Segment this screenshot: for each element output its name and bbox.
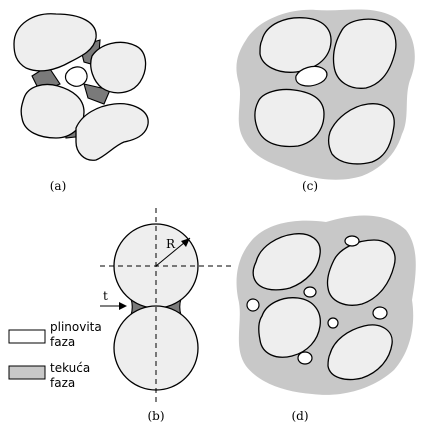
gas-pore <box>65 67 87 86</box>
caption-a: (a) <box>50 179 67 193</box>
radius-label: R <box>166 237 176 251</box>
gas-pore <box>345 236 359 246</box>
panel-d <box>237 215 416 394</box>
grain <box>76 104 148 161</box>
legend-liquid-line1: tekuća <box>50 361 90 375</box>
legend-gas-line1: plinovita <box>50 320 102 334</box>
liquid-matrix <box>237 215 416 394</box>
legend-swatch-gas <box>9 330 45 343</box>
panel-a <box>14 14 148 160</box>
grain <box>91 42 146 92</box>
thickness-arrowhead <box>119 302 127 310</box>
caption-c: (c) <box>302 179 318 193</box>
gas-pore <box>304 287 316 297</box>
caption-d: (d) <box>291 409 308 423</box>
grain <box>21 85 84 139</box>
legend-liquid-line2: faza <box>50 376 75 390</box>
legend-swatch-liquid <box>9 366 45 379</box>
legend-gas-line2: faza <box>50 335 75 349</box>
gas-pore <box>328 318 338 328</box>
gas-pore <box>247 299 259 311</box>
panel-c <box>236 10 414 180</box>
panel-b: R t <box>100 208 232 402</box>
gas-pore <box>298 352 312 364</box>
grain <box>255 90 324 147</box>
caption-b: (b) <box>147 409 164 423</box>
legend: plinovita faza tekuća faza <box>9 320 102 390</box>
thickness-label: t <box>103 289 108 303</box>
gas-pore <box>373 307 387 319</box>
